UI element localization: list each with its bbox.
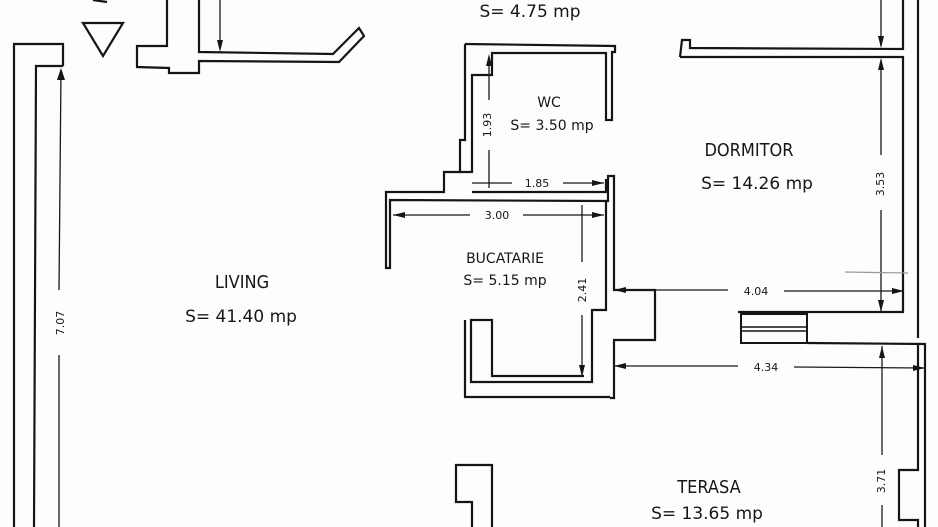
room-label-dormitor: DORMITOR (704, 140, 793, 161)
wall-terasa-top (806, 341, 927, 527)
dim-arrow (592, 180, 604, 186)
dim-arrow (614, 363, 626, 369)
wall-wc-bottom (472, 179, 608, 194)
room-area-wc: S= 3.50 mp (510, 118, 593, 134)
dim-arrow (486, 54, 492, 66)
dim-arrow (878, 300, 884, 312)
dim-arrow (393, 212, 405, 218)
dim-living-height: 7.07 (54, 311, 67, 336)
wall-bucatarie-bottom (463, 320, 610, 399)
dim-wc-height: 1.93 (481, 113, 494, 138)
dim-arrow (913, 365, 925, 371)
room-area-dormitor: S= 14.26 mp (701, 174, 813, 194)
dim-line-terasa-width-2 (793, 366, 926, 369)
dim-line-living-height (58, 69, 62, 291)
dim-arrow (892, 288, 904, 294)
room-area-living: S= 41.40 mp (185, 307, 297, 327)
dim-dorm-height: 3.53 (874, 172, 887, 197)
dim-wc-width: 1.85 (525, 177, 550, 190)
dim-arrow (878, 58, 884, 70)
wall-terasa-left-pillar (454, 463, 494, 527)
ghost-line (844, 271, 909, 274)
wall-top-fragment (92, 0, 108, 4)
wall-wc-inner (458, 44, 467, 172)
dim-arrow (879, 346, 885, 358)
dim-arrow (217, 40, 223, 52)
entrance-marker-icon (81, 21, 125, 59)
wall-top-hall (135, 0, 366, 75)
dim-arrow (592, 212, 604, 218)
dim-terasa-height: 3.71 (875, 469, 888, 494)
dim-dorm-width: 4.04 (744, 285, 769, 298)
window-element (740, 313, 808, 344)
dim-arrow (579, 365, 585, 377)
dim-arrow (878, 36, 884, 48)
dim-arrow (614, 287, 626, 293)
room-label-terasa: TERASA (676, 477, 740, 498)
dim-buc-width: 3.00 (485, 209, 510, 222)
room-label-living: LIVING (215, 272, 269, 293)
dim-arrow (57, 68, 65, 80)
room-area-terasa: S= 13.65 mp (651, 504, 763, 524)
room-area-bucatarie: S= 5.15 mp (463, 273, 546, 289)
wall-bucatarie-right-outer (610, 200, 657, 400)
room-label-bucatarie: BUCATARIE (466, 251, 544, 267)
wall-bucatarie-right (469, 201, 608, 384)
wall-living-left-outer (12, 42, 65, 527)
dim-buc-height: 2.41 (576, 278, 589, 303)
dim-terasa-width: 4.34 (754, 361, 779, 374)
room-label-wc: WC (537, 95, 561, 111)
wall-dormitor-top (678, 0, 905, 58)
wall-living-left-inner (32, 64, 63, 527)
wall-wc-outer (384, 42, 617, 270)
room-area-hol: S= 4.75 mp (479, 2, 580, 22)
wall-terasa-right (897, 344, 920, 527)
wall-dormitor-top-2 (680, 55, 905, 314)
